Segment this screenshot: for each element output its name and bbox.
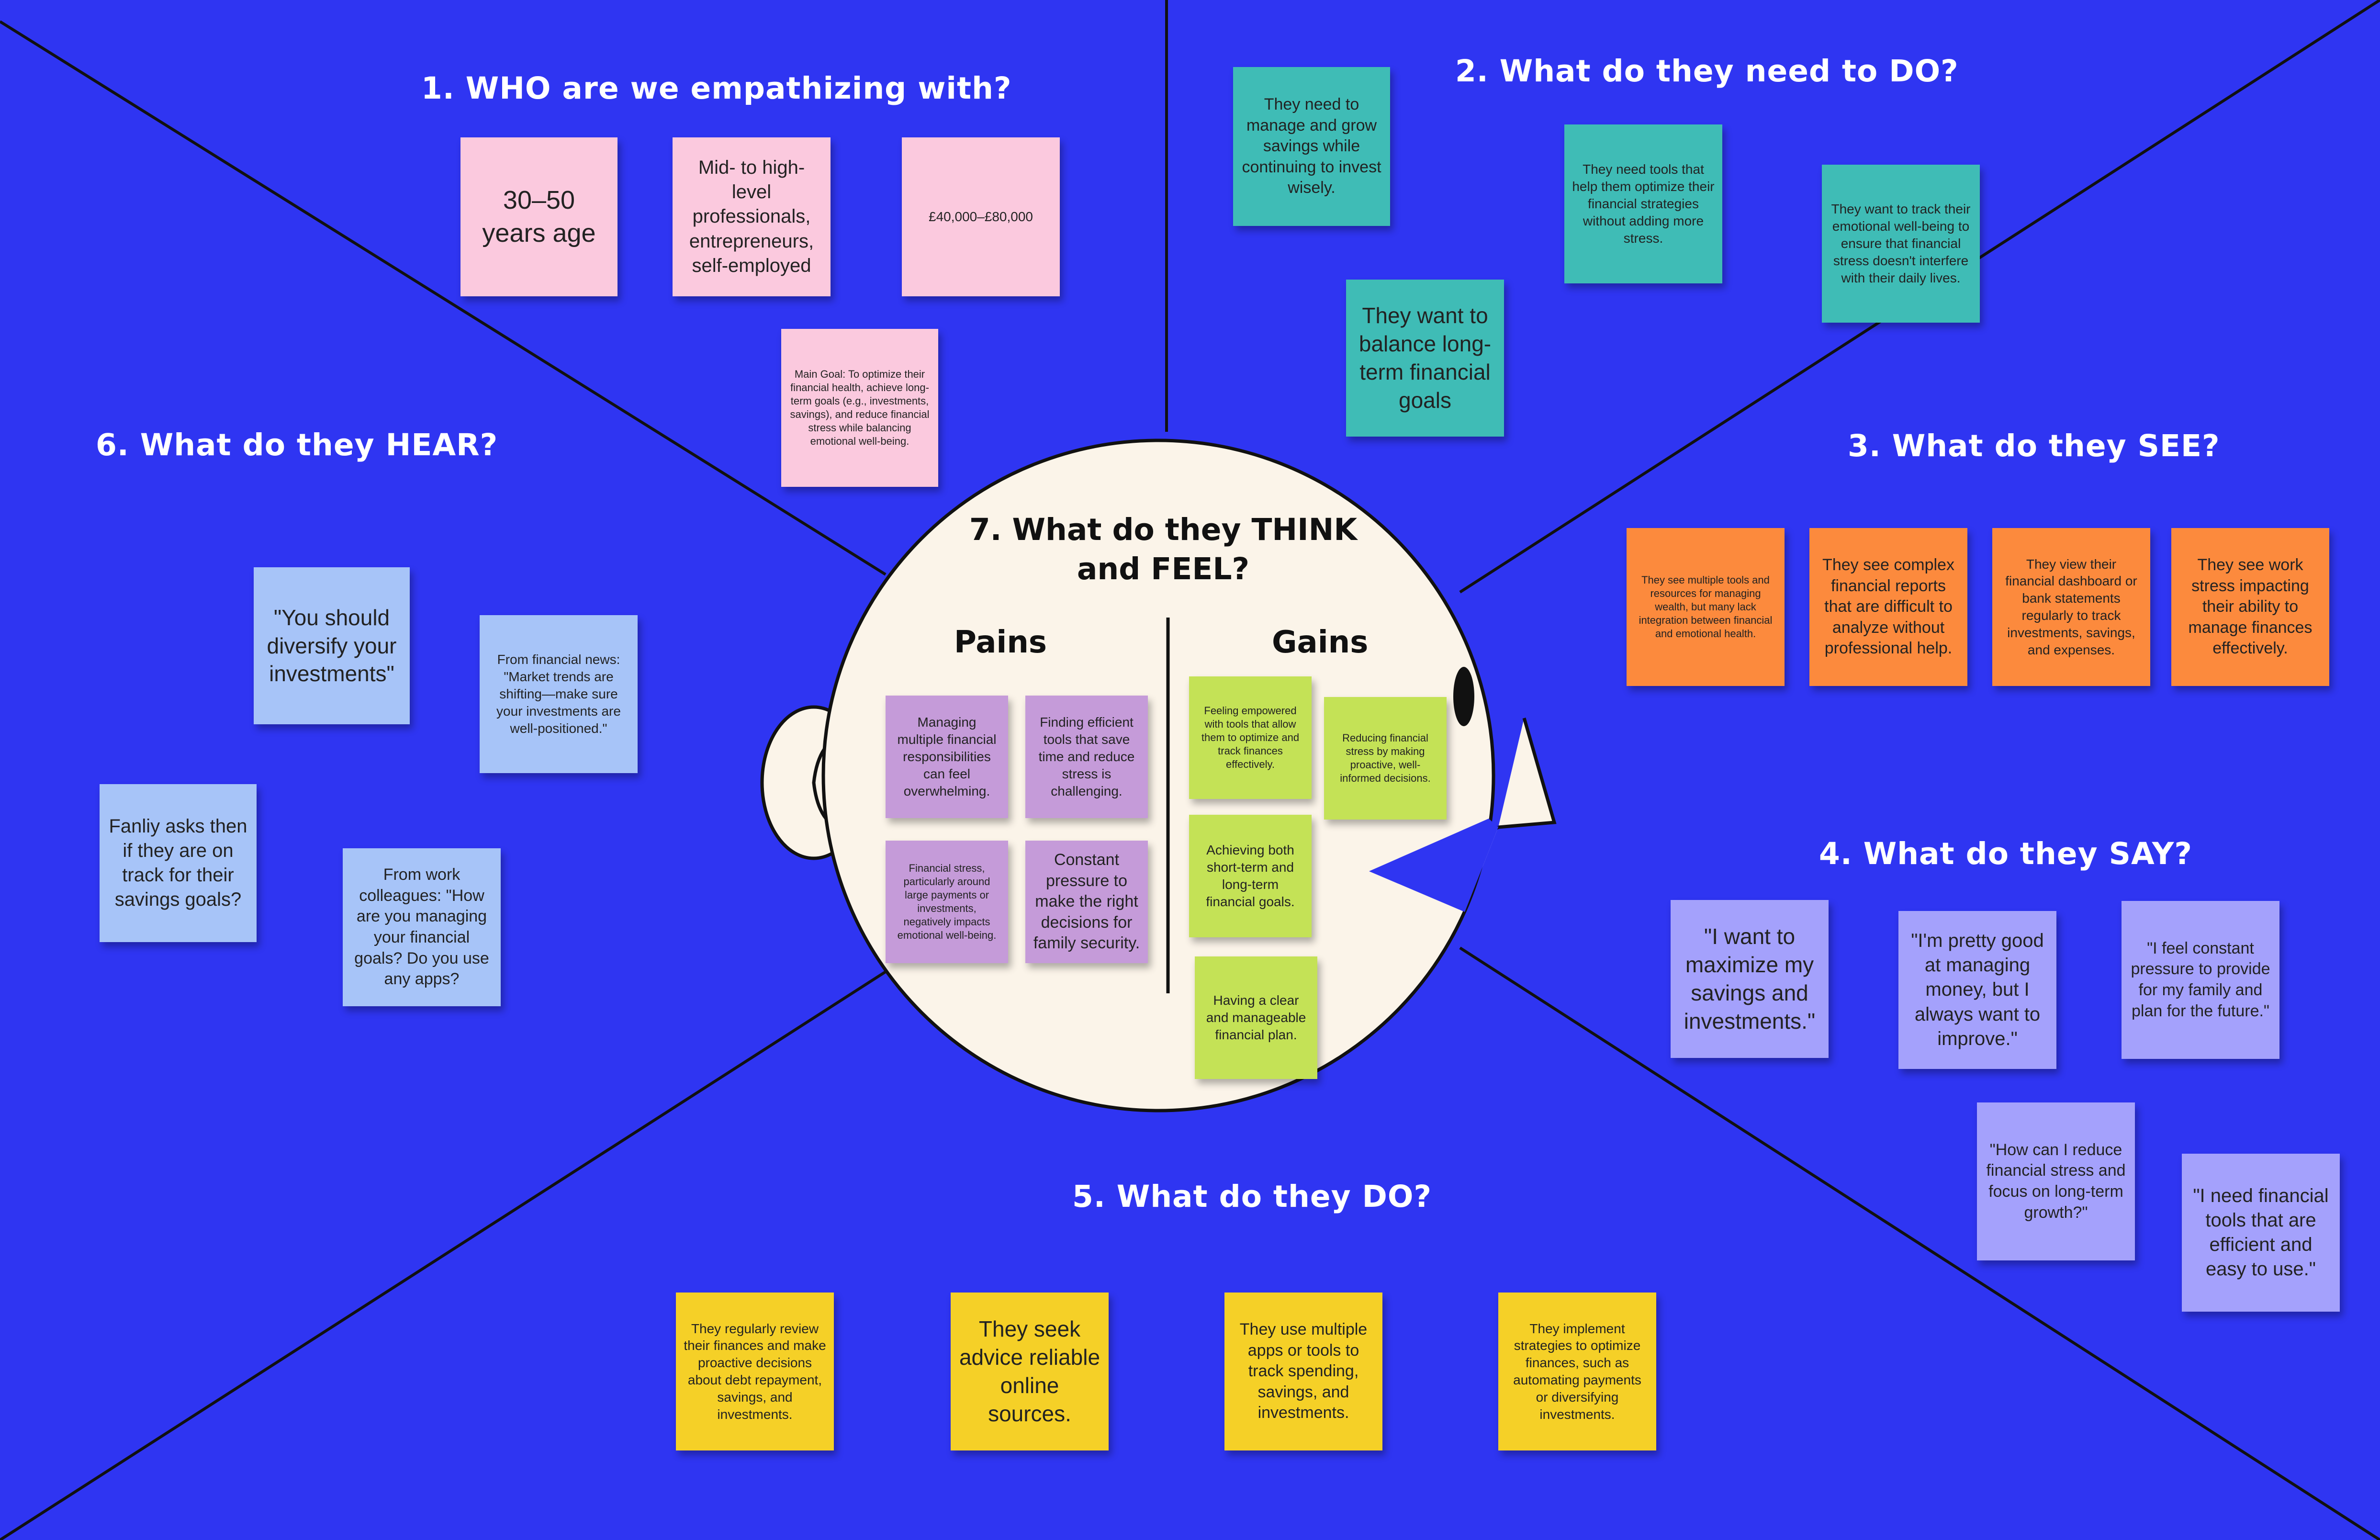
sticky-pain-overwhelming[interactable]: Managing multiple financial responsibili… (886, 696, 1008, 818)
sticky-text: They see complex financial reports that … (1822, 556, 1954, 658)
sticky-see-tools[interactable]: They see multiple tools and resources fo… (1627, 528, 1785, 686)
sticky-text: "I want to maximize my savings and inves… (1684, 924, 1816, 1034)
heading-need-to-do: 2. What do they need to DO? (1455, 54, 1959, 89)
heading-pains: Pains (954, 625, 1047, 660)
sticky-gain-plan[interactable]: Having a clear and manageable financial … (1195, 956, 1317, 1079)
heading-think-feel: 7. What do they THINK and FEEL? (948, 510, 1379, 589)
sticky-text: "How can I reduce financial stress and f… (1986, 1140, 2126, 1222)
sticky-say-improve[interactable]: "I'm pretty good at managing money, but … (1898, 911, 2056, 1069)
sticky-see-dashboard[interactable]: They view their financial dashboard or b… (1992, 528, 2150, 686)
sticky-text: They need to manage and grow savings whi… (1242, 95, 1381, 197)
sticky-who-goal[interactable]: Main Goal: To optimize their financial h… (781, 329, 938, 487)
heading-see: 3. What do they SEE? (1848, 428, 2220, 463)
sticky-text: They seek advice reliable online sources… (959, 1316, 1100, 1426)
sticky-text: From financial news: "Market trends are … (496, 652, 621, 736)
sticky-gain-empowered[interactable]: Feeling empowered with tools that allow … (1189, 676, 1312, 799)
sticky-hear-family[interactable]: Fanliy asks then if they are on track fo… (100, 784, 257, 942)
sticky-hear-diversify[interactable]: "You should diversify your investments" (254, 567, 410, 724)
sticky-text: Financial stress, particularly around la… (897, 862, 997, 942)
sticky-text: They see work stress impacting their abi… (2188, 556, 2313, 658)
sticky-text: Having a clear and manageable financial … (1206, 993, 1306, 1042)
sticky-text: Achieving both short-term and long-term … (1206, 843, 1295, 909)
sticky-text: Main Goal: To optimize their financial h… (790, 368, 930, 448)
sticky-hear-news[interactable]: From financial news: "Market trends are … (480, 615, 638, 773)
sticky-text: "I feel constant pressure to provide for… (2131, 939, 2270, 1020)
sticky-text: 30–50 years age (482, 185, 596, 247)
sticky-do-apps[interactable]: They use multiple apps or tools to track… (1224, 1293, 1382, 1450)
sticky-need-manage-savings[interactable]: They need to manage and grow savings whi… (1233, 67, 1390, 226)
mouth-gap (1369, 819, 1498, 912)
heading-say: 4. What do they SAY? (1819, 836, 2192, 871)
sticky-text: They want to balance long-term financial… (1358, 303, 1492, 413)
sticky-text: They use multiple apps or tools to track… (1239, 1320, 1368, 1422)
sticky-do-advice[interactable]: They seek advice reliable online sources… (951, 1293, 1109, 1450)
sticky-need-tools[interactable]: They need tools that help them optimize … (1564, 124, 1722, 283)
sticky-need-track-wellbeing[interactable]: They want to track their emotional well-… (1822, 165, 1980, 323)
sticky-say-reduce-stress[interactable]: "How can I reduce financial stress and f… (1977, 1102, 2135, 1260)
sticky-text: "I'm pretty good at managing money, but … (1911, 930, 2044, 1049)
sticky-text: Reducing financial stress by making proa… (1340, 731, 1431, 785)
sticky-say-efficient-tools[interactable]: "I need financial tools that are efficie… (2182, 1154, 2340, 1312)
sticky-text: They view their financial dashboard or b… (2005, 556, 2137, 657)
sticky-pain-tools[interactable]: Finding efficient tools that save time a… (1025, 696, 1148, 818)
sticky-text: Finding efficient tools that save time a… (1038, 715, 1135, 798)
sticky-text: They implement strategies to optimize fi… (1513, 1321, 1641, 1422)
sticky-text: Managing multiple financial responsibili… (897, 715, 997, 798)
sticky-text: "You should diversify your investments" (267, 605, 397, 686)
sticky-say-pressure[interactable]: "I feel constant pressure to provide for… (2122, 901, 2279, 1059)
sticky-do-strategies[interactable]: They implement strategies to optimize fi… (1498, 1293, 1656, 1450)
heading-hear: 6. What do they HEAR? (96, 427, 498, 462)
nose-outline (1498, 718, 1557, 829)
sticky-text: They regularly review their finances and… (684, 1321, 826, 1422)
heading-think-feel-line2: and FEEL? (1077, 551, 1250, 586)
sticky-text: Feeling empowered with tools that allow … (1201, 704, 1300, 771)
sticky-text: They want to track their emotional well-… (1831, 202, 1971, 285)
heading-who: 1. WHO are we empathizing with? (421, 71, 1012, 106)
sticky-gain-goals[interactable]: Achieving both short-term and long-term … (1189, 815, 1312, 937)
sticky-text: £40,000–£80,000 (929, 209, 1033, 225)
sticky-need-balance-goals[interactable]: They want to balance long-term financial… (1346, 280, 1504, 437)
sticky-text: Mid- to high-level professionals, entrep… (689, 157, 814, 276)
sticky-who-age[interactable]: 30–50 years age (460, 137, 617, 296)
sticky-say-maximize[interactable]: "I want to maximize my savings and inves… (1671, 900, 1829, 1058)
sticky-text: They see multiple tools and resources fo… (1639, 573, 1773, 640)
sticky-pain-pressure[interactable]: Constant pressure to make the right deci… (1025, 841, 1148, 963)
heading-gains: Gains (1272, 625, 1369, 660)
sticky-who-income[interactable]: £40,000–£80,000 (902, 137, 1060, 296)
heading-do: 5. What do they DO? (1072, 1179, 1432, 1214)
sticky-text: They need tools that help them optimize … (1572, 162, 1715, 246)
sticky-text: From work colleagues: "How are you manag… (354, 866, 489, 989)
eye (1453, 667, 1474, 726)
heading-think-feel-line1: 7. What do they THINK (969, 512, 1358, 547)
sticky-text: Constant pressure to make the right deci… (1033, 851, 1140, 953)
sticky-text: Fanliy asks then if they are on track fo… (109, 815, 247, 911)
sticky-see-reports[interactable]: They see complex financial reports that … (1809, 528, 1967, 686)
sticky-see-work-stress[interactable]: They see work stress impacting their abi… (2171, 528, 2329, 686)
sticky-text: "I need financial tools that are efficie… (2193, 1185, 2329, 1280)
sticky-hear-colleagues[interactable]: From work colleagues: "How are you manag… (343, 848, 501, 1006)
sticky-who-role[interactable]: Mid- to high-level professionals, entrep… (673, 137, 831, 296)
sticky-gain-reduce-stress[interactable]: Reducing financial stress by making proa… (1324, 697, 1447, 820)
sticky-do-review[interactable]: They regularly review their finances and… (676, 1293, 834, 1450)
sticky-pain-financial-stress[interactable]: Financial stress, particularly around la… (886, 841, 1008, 963)
